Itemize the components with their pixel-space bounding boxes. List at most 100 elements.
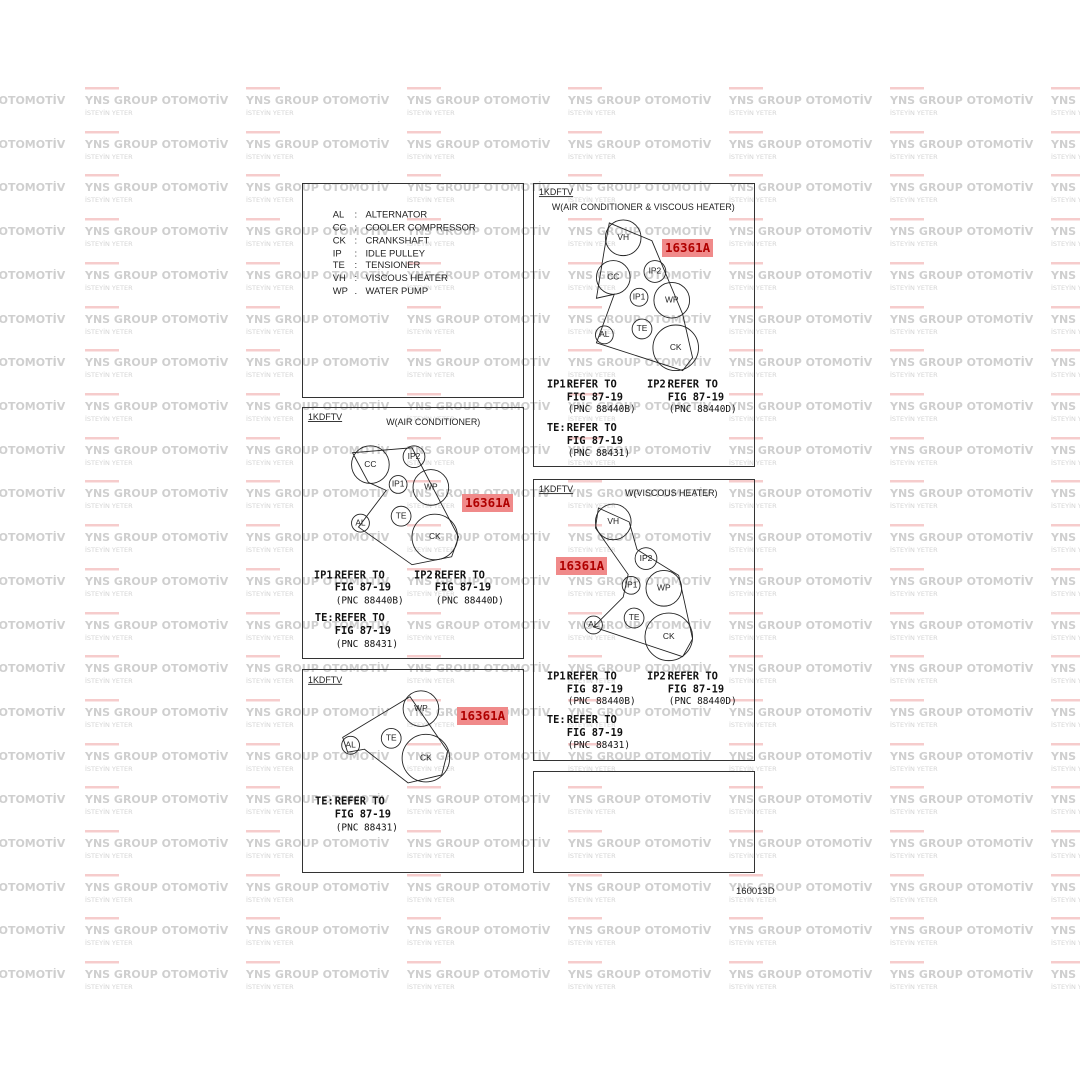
watermark-slogan: İSTEYİN YETER bbox=[1051, 895, 1080, 904]
ref-label: IP2: bbox=[414, 570, 439, 582]
watermark-bar bbox=[246, 262, 280, 265]
watermark-text: YNS GROUP OTOMOTİV bbox=[889, 93, 1034, 107]
watermark-slogan: İSTEYİN YETER bbox=[246, 633, 294, 642]
legend-code: IP bbox=[333, 247, 342, 258]
watermark-bar bbox=[890, 524, 924, 527]
watermark-slogan: İSTEYİN YETER bbox=[1051, 676, 1080, 685]
watermark-bar bbox=[1051, 655, 1080, 658]
watermark-bar bbox=[729, 174, 763, 177]
watermark-slogan: İSTEYİN YETER bbox=[890, 501, 938, 510]
part-number-callout[interactable]: 16361A bbox=[457, 707, 509, 725]
part-number-callout[interactable]: 16361A bbox=[462, 494, 514, 512]
watermark-slogan: İSTEYİN YETER bbox=[407, 807, 455, 816]
watermark-slogan: İSTEYİN YETER bbox=[85, 589, 133, 598]
watermark-text: YNS GROUP OTOMOTİV bbox=[889, 224, 1034, 238]
watermark-slogan: İSTEYİN YETER bbox=[729, 195, 777, 204]
watermark-bar bbox=[568, 349, 602, 352]
legend-code: CC bbox=[333, 222, 347, 233]
part-number-callout[interactable]: 16361A bbox=[556, 557, 608, 575]
ref-line: REFER TO bbox=[668, 378, 718, 390]
watermark-bar bbox=[568, 786, 602, 789]
watermark-slogan: İSTEYİN YETER bbox=[1051, 501, 1080, 510]
legend-name: IDLE PULLEY bbox=[365, 247, 425, 258]
watermark-text: YNS GROUP OTOMOTİV bbox=[1050, 180, 1080, 194]
watermark-text: YNS GROUP OTOMOTİV bbox=[245, 486, 390, 500]
watermark-text: YNS GROUP OTOMOTİV bbox=[567, 137, 712, 151]
belt-diagram: VH IP2 IP1 WP AL TE CK bbox=[584, 503, 694, 662]
watermark-text: YNS GROUP OTOMOTİV bbox=[245, 137, 390, 151]
pulley-label: TE bbox=[386, 733, 397, 743]
watermark-bar bbox=[85, 524, 119, 527]
ref-line: REFER TO bbox=[567, 714, 617, 726]
watermark-bar bbox=[246, 437, 280, 440]
watermark-slogan: İSTEYİN YETER bbox=[85, 676, 133, 685]
pulley-al: AL bbox=[584, 615, 603, 635]
watermark-text: YNS GROUP OTOMOTİV bbox=[567, 486, 712, 500]
watermark-text: YNS GROUP OTOMOTİV bbox=[567, 705, 712, 719]
pulley-label: TE bbox=[637, 323, 648, 333]
watermark-slogan: İSTEYİN YETER bbox=[568, 676, 616, 685]
ref-label: TE: bbox=[547, 422, 566, 434]
watermark-text: YNS GROUP OTOMOTİV bbox=[728, 312, 873, 326]
watermark-slogan: İSTEYİN YETER bbox=[890, 283, 938, 292]
watermark-slogan: İSTEYİN YETER bbox=[729, 764, 777, 773]
watermark-bar bbox=[407, 262, 441, 265]
watermark-text: YNS GROUP OTOMOTİV bbox=[889, 618, 1034, 632]
belt-diagram: WP AL TE CK bbox=[341, 690, 451, 784]
watermark-bar bbox=[729, 437, 763, 440]
watermark-slogan: İSTEYİN YETER bbox=[85, 895, 133, 904]
watermark-text: YNS GROUP OTOMOTİV bbox=[1050, 399, 1080, 413]
watermark-slogan: İSTEYİN YETER bbox=[1051, 152, 1080, 161]
watermark-text: YNS GROUP OTOMOTİV bbox=[84, 486, 229, 500]
ref-line: REFER TO bbox=[335, 570, 385, 582]
pulley-label: AL bbox=[588, 619, 599, 629]
watermark-bar bbox=[407, 306, 441, 309]
watermark-text: YNS GROUP OTOMOTİV bbox=[1050, 967, 1080, 981]
watermark-bar bbox=[729, 874, 763, 877]
watermark-slogan: İSTEYİN YETER bbox=[890, 195, 938, 204]
watermark-text: YNS GROUP OTOMOTİV bbox=[728, 923, 873, 937]
ref-pnc: (PNC 88440D) bbox=[436, 595, 504, 606]
watermark-bar bbox=[890, 917, 924, 920]
pulley-label: CK bbox=[663, 631, 675, 641]
part-number-callout[interactable]: 16361A bbox=[662, 239, 714, 257]
watermark-bar bbox=[1051, 874, 1080, 877]
watermark-bar bbox=[85, 743, 119, 746]
watermark-text: YNS GROUP OTOMOTİV bbox=[406, 312, 551, 326]
watermark-bar bbox=[407, 480, 441, 483]
watermark-bar bbox=[1051, 174, 1080, 177]
watermark-slogan: İSTEYİN YETER bbox=[568, 195, 616, 204]
watermark-slogan: İSTEYİN YETER bbox=[407, 370, 455, 379]
watermark-slogan: İSTEYİN YETER bbox=[407, 283, 455, 292]
legend-name: VISCOUS HEATER bbox=[365, 272, 448, 283]
watermark-slogan: İSTEYİN YETER bbox=[407, 152, 455, 161]
watermark-bar bbox=[85, 218, 119, 221]
watermark-text: YNS GROUP OTOMOTİV bbox=[84, 180, 229, 194]
watermark-text: YNS GROUP OTOMOTİV bbox=[406, 530, 551, 544]
pulley-label: IP2 bbox=[640, 553, 653, 563]
watermark-slogan: İSTEYİN YETER bbox=[890, 633, 938, 642]
watermark-bar bbox=[568, 655, 602, 658]
ref-line: REFER TO bbox=[567, 670, 617, 682]
watermark-slogan: İSTEYİN YETER bbox=[729, 982, 777, 991]
watermark-bar bbox=[568, 612, 602, 615]
watermark-slogan: İSTEYİN YETER bbox=[407, 982, 455, 991]
watermark-bar bbox=[890, 699, 924, 702]
watermark-bar bbox=[568, 699, 602, 702]
watermark-bar bbox=[1051, 743, 1080, 746]
watermark-text: YNS GROUP OTOMOTİV bbox=[84, 661, 229, 675]
pulley-ip2: IP2 bbox=[643, 260, 667, 283]
ref-line: FIG 87-19 bbox=[335, 581, 391, 593]
watermark-text: YNS GROUP OTOMOTİV bbox=[84, 443, 229, 457]
watermark-text: YNS GROUP OTOMOTİV bbox=[728, 618, 873, 632]
watermark-bar bbox=[568, 306, 602, 309]
watermark-slogan: İSTEYİN YETER bbox=[729, 108, 777, 117]
watermark-slogan: İSTEYİN YETER bbox=[85, 458, 133, 467]
watermark-bar bbox=[85, 437, 119, 440]
watermark-bar bbox=[407, 917, 441, 920]
watermark-slogan: İSTEYİN YETER bbox=[1051, 589, 1080, 598]
watermark-bar bbox=[890, 393, 924, 396]
watermark-bar bbox=[246, 917, 280, 920]
watermark-slogan: İSTEYİN YETER bbox=[85, 982, 133, 991]
watermark-slogan: İSTEYİN YETER bbox=[1051, 458, 1080, 467]
